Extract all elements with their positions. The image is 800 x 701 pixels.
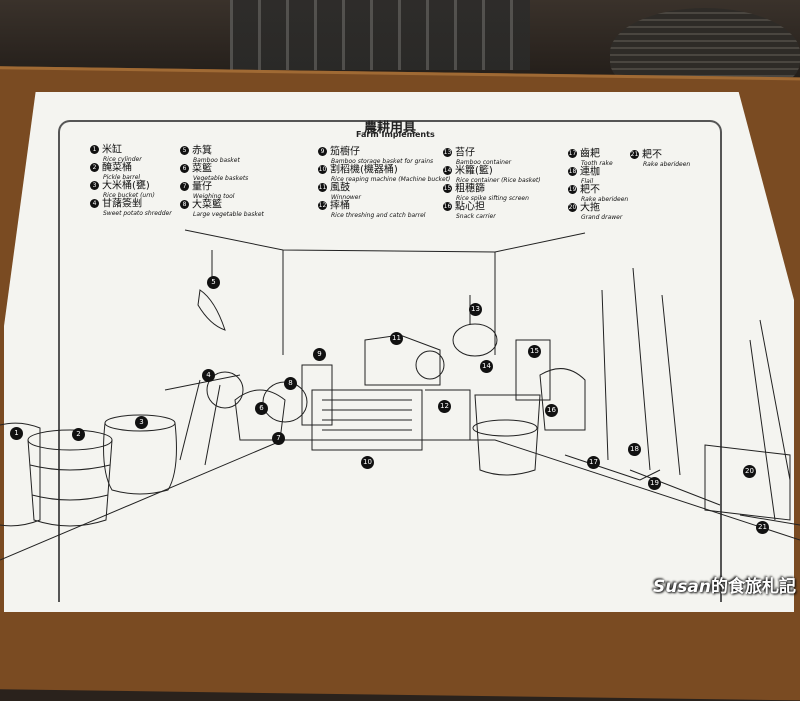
callout-marker: 19	[648, 477, 661, 490]
implements-illustration	[0, 229, 800, 561]
callout-marker: 5	[207, 276, 220, 289]
callout-marker: 14	[480, 360, 493, 373]
callout-marker: 9	[313, 348, 326, 361]
callout-marker: 11	[390, 332, 403, 345]
callout-marker: 18	[628, 443, 641, 456]
sign-board	[4, 92, 794, 612]
callout-marker: 6	[255, 402, 268, 415]
sign-title-english: Farm Implements	[356, 130, 435, 139]
callout-marker: 3	[135, 416, 148, 429]
callout-marker: 13	[469, 303, 482, 316]
callout-marker: 2	[72, 428, 85, 441]
rice-cylinder-drawing	[0, 422, 41, 527]
callout-marker: 17	[587, 456, 600, 469]
sign-title-chinese: 農耕用具	[364, 121, 417, 136]
callout-marker: 15	[528, 345, 541, 358]
callout-marker: 10	[361, 456, 374, 469]
room-floor-edge	[0, 439, 800, 561]
callout-marker: 20	[743, 465, 756, 478]
callout-marker: 8	[284, 377, 297, 390]
photo-watermark: Susan的食旅札記	[652, 577, 796, 597]
callout-marker: 1	[10, 427, 23, 440]
callout-marker: 4	[202, 369, 215, 382]
callout-marker: 12	[438, 400, 451, 413]
sign-decorative-border	[58, 120, 722, 602]
background-window	[230, 0, 530, 70]
callout-marker: 21	[756, 521, 769, 534]
callout-marker: 16	[545, 404, 558, 417]
callout-marker: 7	[272, 432, 285, 445]
room-back-edge	[184, 229, 586, 253]
